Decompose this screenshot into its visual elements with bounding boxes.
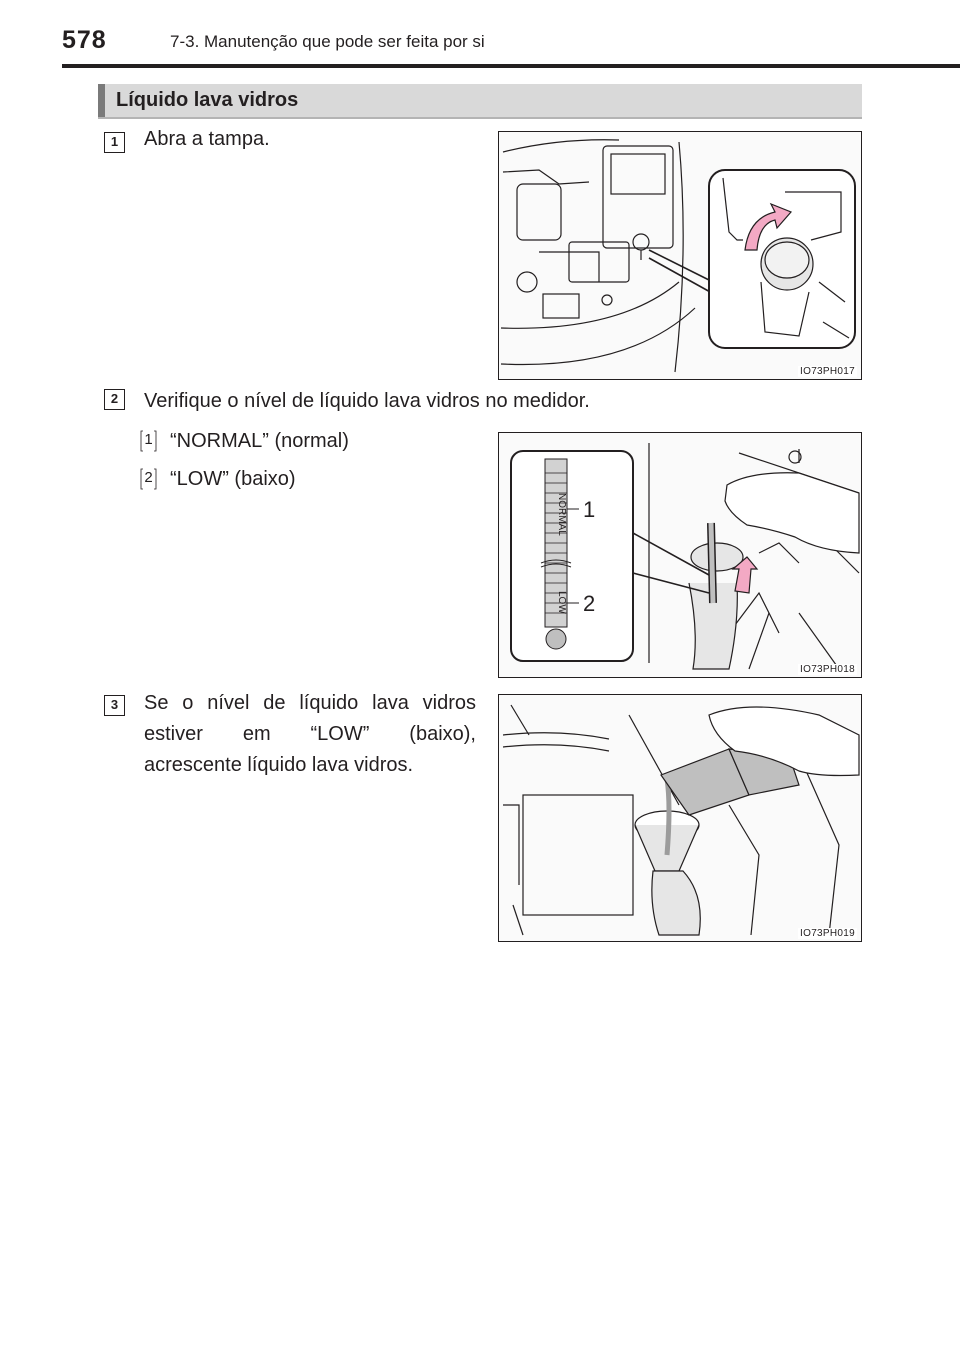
figure-level-gauge: NORMAL LOW 1 2 IO73PH018: [498, 432, 862, 678]
page-header: 578 7-3. Manutenção que pode ser feita p…: [62, 26, 932, 60]
section-accent: [98, 84, 105, 117]
callout-frame: [140, 468, 157, 490]
engine-bay-illustration: [500, 139, 856, 373]
figure-code-2: IO73PH018: [798, 664, 857, 675]
header-rule: [62, 64, 960, 68]
step-text-3: Se o nível de líquido lava vidros estive…: [144, 692, 476, 776]
item-number-label: 2: [144, 469, 153, 486]
low-mark-label: LOW: [556, 591, 567, 614]
figure-add-fluid: IO73PH019: [498, 694, 862, 942]
callout-2: 2: [583, 591, 595, 616]
item-text-low: “LOW” (baixo): [170, 468, 296, 490]
item-number-2: 2: [140, 468, 157, 490]
item-text-normal: “NORMAL” (normal): [170, 430, 349, 452]
step-text-2: Verifique o nível de líquido lava vidros…: [144, 390, 590, 412]
step-badge-2: 2: [104, 389, 125, 410]
figure-open-cap: IO73PH017: [498, 131, 862, 380]
normal-mark-label: NORMAL: [556, 493, 567, 536]
figure-code-3: IO73PH019: [798, 928, 857, 939]
page-number: 578: [62, 26, 107, 54]
refill-illustration: [502, 704, 860, 936]
step-badge-1: 1: [104, 132, 125, 153]
figure-code-1: IO73PH017: [798, 366, 857, 377]
callout-frame: [140, 430, 157, 452]
item-number-label: 1: [144, 431, 153, 448]
step-badge-3: 3: [104, 695, 125, 716]
item-number-1: 1: [140, 430, 157, 452]
chapter-title: 7-3. Manutenção que pode ser feita por s…: [170, 32, 485, 51]
step-text-1: Abra a tampa.: [144, 128, 270, 150]
section-heading: Líquido lava vidros: [98, 84, 862, 119]
callout-1: 1: [583, 497, 595, 522]
section-title: Líquido lava vidros: [116, 89, 299, 111]
gauge-illustration: NORMAL LOW 1 2: [510, 443, 860, 670]
